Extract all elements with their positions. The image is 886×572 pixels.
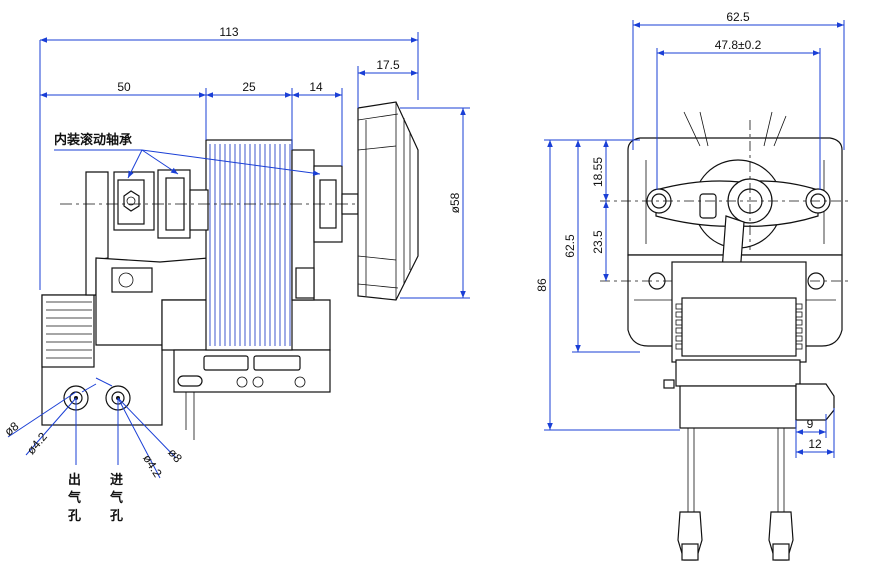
mount-holes	[600, 120, 850, 290]
housing-rib	[795, 303, 803, 310]
dim-coil-to-shaft-end: 14	[309, 80, 323, 94]
coil-housing	[663, 261, 835, 429]
inlet-port-label: 进 气 孔	[110, 473, 123, 524]
port-leaders	[7, 377, 177, 479]
housing-rib	[795, 343, 803, 350]
dim-terminal-offset-large: 12	[808, 437, 822, 451]
housing-rib	[795, 319, 803, 326]
lead-wires	[677, 428, 794, 561]
dim-upper-offset: 18.55	[591, 157, 605, 187]
front-view: 113 50 25 14 17.5 ø58 内装滚动轴承	[2, 25, 470, 524]
inlet-label-char: 进	[110, 473, 123, 488]
housing-rib	[675, 319, 683, 326]
dim-coil-width: 25	[242, 80, 256, 94]
bearing-right	[60, 165, 420, 243]
dim-mount-height: 62.5	[563, 234, 577, 258]
motor-bracket	[41, 171, 331, 440]
inlet-label-char: 气	[110, 490, 123, 506]
dim-overall-length: 113	[219, 25, 238, 39]
housing-rib	[675, 335, 683, 342]
dim-base-to-coil: 50	[117, 80, 131, 94]
fan-blade-line	[357, 255, 397, 261]
housing-rib	[795, 311, 803, 318]
bearing-callout: 内装滚动轴承	[54, 132, 321, 179]
housing-rib	[795, 335, 803, 342]
front-dimensions: 113 50 25 14 17.5 ø58	[39, 25, 470, 299]
housing-rib	[675, 311, 683, 318]
outlet-label-char: 出	[68, 472, 81, 488]
side-dimensions: 62.5 47.8±0.2 86 62.5 18.55 23.5 9 12	[535, 10, 845, 458]
callout-bearing-label: 内装滚动轴承	[54, 132, 132, 148]
outlet-label-char: 气	[68, 490, 81, 506]
dim-overall-height: 86	[535, 278, 549, 292]
outlet-outer-diameter: ø8	[2, 419, 22, 439]
housing-rib	[795, 327, 803, 334]
side-view: 62.5 47.8±0.2 86 62.5 18.55 23.5 9 12	[535, 10, 850, 561]
housing-rib	[675, 343, 683, 350]
dim-overall-width: 62.5	[726, 10, 750, 24]
inlet-inner-diameter: ø4.2	[140, 452, 165, 480]
inlet-outer-diameter: ø8	[165, 446, 185, 466]
dim-fan-diameter: ø58	[448, 192, 462, 213]
dim-lower-offset: 23.5	[591, 230, 605, 254]
fan-impeller	[357, 101, 419, 301]
housing-rib	[675, 303, 683, 310]
outlet-port-label: 出 气 孔	[68, 472, 81, 524]
outlet-label-char: 孔	[68, 509, 81, 524]
fan-blade-line	[357, 145, 397, 151]
dim-terminal-offset-small: 9	[807, 417, 814, 431]
housing-rib	[675, 327, 683, 334]
dim-mount-hole-spacing: 47.8±0.2	[715, 38, 762, 52]
stator-coil	[189, 139, 315, 351]
dim-fan-thickness: 17.5	[376, 58, 400, 72]
inlet-label-char: 孔	[110, 509, 123, 524]
